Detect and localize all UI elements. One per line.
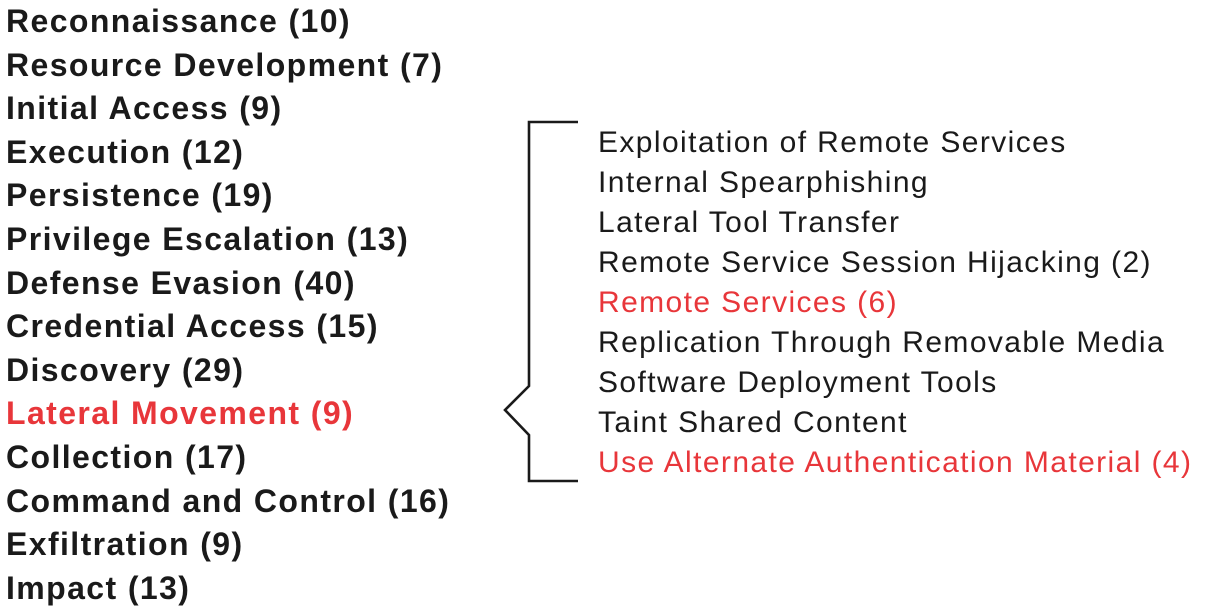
- bracket-line: [503, 120, 578, 483]
- tactic-item[interactable]: Privilege Escalation (13): [6, 220, 410, 257]
- tactic-item[interactable]: Defense Evasion (40): [6, 264, 356, 301]
- technique-item[interactable]: Internal Spearphishing: [598, 166, 930, 199]
- tactic-item[interactable]: Discovery (29): [6, 351, 245, 388]
- technique-item[interactable]: Remote Service Session Hijacking (2): [598, 246, 1152, 279]
- tactic-item[interactable]: Reconnaissance (10): [6, 3, 351, 39]
- technique-item[interactable]: Software Deployment Tools: [598, 366, 998, 399]
- technique-item[interactable]: Use Alternate Authentication Material (4…: [598, 446, 1193, 479]
- technique-item[interactable]: Lateral Tool Transfer: [598, 206, 901, 239]
- technique-item[interactable]: Exploitation of Remote Services: [598, 126, 1067, 159]
- tactic-item[interactable]: Credential Access (15): [6, 308, 379, 345]
- tactics-list: Reconnaissance (10) Resource Development …: [6, 0, 450, 610]
- tactic-item[interactable]: Execution (12): [6, 133, 245, 170]
- tactic-item[interactable]: Initial Access (9): [6, 90, 283, 127]
- tactic-item[interactable]: Collection (17): [6, 438, 248, 475]
- technique-item[interactable]: Replication Through Removable Media: [598, 326, 1166, 359]
- tactic-item[interactable]: Command and Control (16): [6, 482, 451, 519]
- tactic-item[interactable]: Impact (13): [6, 569, 191, 606]
- technique-item[interactable]: Remote Services (6): [598, 286, 899, 319]
- technique-item[interactable]: Taint Shared Content: [598, 406, 908, 439]
- tactic-item[interactable]: Lateral Movement (9): [6, 395, 355, 432]
- tactic-item[interactable]: Exfiltration (9): [6, 526, 244, 563]
- tactic-item[interactable]: Persistence (19): [6, 177, 274, 214]
- tactic-item[interactable]: Resource Development (7): [6, 46, 444, 83]
